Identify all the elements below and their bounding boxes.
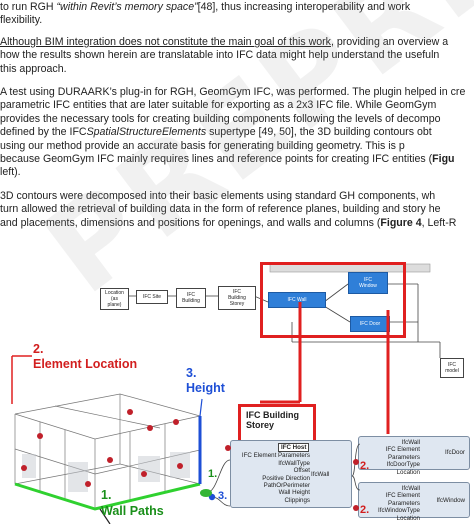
storey-highlight	[238, 404, 316, 444]
ifc-wall-output: IfcWall	[311, 471, 330, 478]
callout-element-location: Element Location	[33, 357, 138, 371]
gh-callout-door-location: 2.	[360, 460, 370, 472]
building-3d-model: 2. Element Location 3. Height 1. Wall Pa…	[0, 342, 235, 525]
ifc-window-component[interactable]: IfcWall IFC Element Parameters IfcWindow…	[358, 482, 470, 522]
window-input-list: IfcWall IFC Element Parameters IfcWindow…	[378, 485, 420, 522]
ifc-door-component[interactable]: IfcWall IFC Element Parameters IfcDoorTy…	[358, 436, 470, 476]
callout-element-location-number: 2.	[33, 342, 44, 356]
ifc-door-node: IFC Door	[350, 316, 390, 332]
red-connectors	[260, 302, 390, 434]
ifc-wall-node: IFC Wall	[268, 292, 326, 308]
building-wireframe	[11, 355, 203, 525]
paragraph-3: A test using DURAARK’s plug-in for RGH, …	[0, 86, 466, 179]
paragraph-4: 3D contours were decomposed into their b…	[0, 190, 457, 229]
gh-callout-wall-paths: 1.	[208, 468, 218, 480]
paragraph-1: to run RGH “within Revit’s memory space”…	[0, 1, 411, 27]
callout-height-number: 3.	[186, 366, 197, 380]
door-input-list: IfcWall IFC Element Parameters IfcDoorTy…	[385, 439, 420, 476]
wall-input-list: IFC Element Parameters IfcWallType Offse…	[241, 452, 310, 504]
paragraph-2: Although BIM integration does not consti…	[0, 36, 449, 75]
gh-callout-height: 3.	[218, 490, 228, 502]
callout-wall-paths: Wall Paths	[101, 504, 164, 518]
callout-height: Height	[186, 381, 225, 395]
gh-callout-window-location: 2.	[360, 504, 370, 516]
ifc-wall-component[interactable]: IFC Host IFC Element Parameters IfcWallT…	[230, 440, 352, 508]
gh-wires	[200, 443, 361, 511]
ifc-door-output: IfcDoor	[445, 449, 465, 456]
ifc-host-input[interactable]: IFC Host	[278, 443, 310, 453]
ifc-site-node: IFC Site	[136, 290, 168, 304]
callout-wall-paths-number: 1.	[101, 488, 112, 502]
ifc-window-output: IfcWindow	[436, 497, 465, 504]
diagram-connectors	[127, 263, 441, 358]
ifc-elements-highlight	[260, 262, 406, 338]
